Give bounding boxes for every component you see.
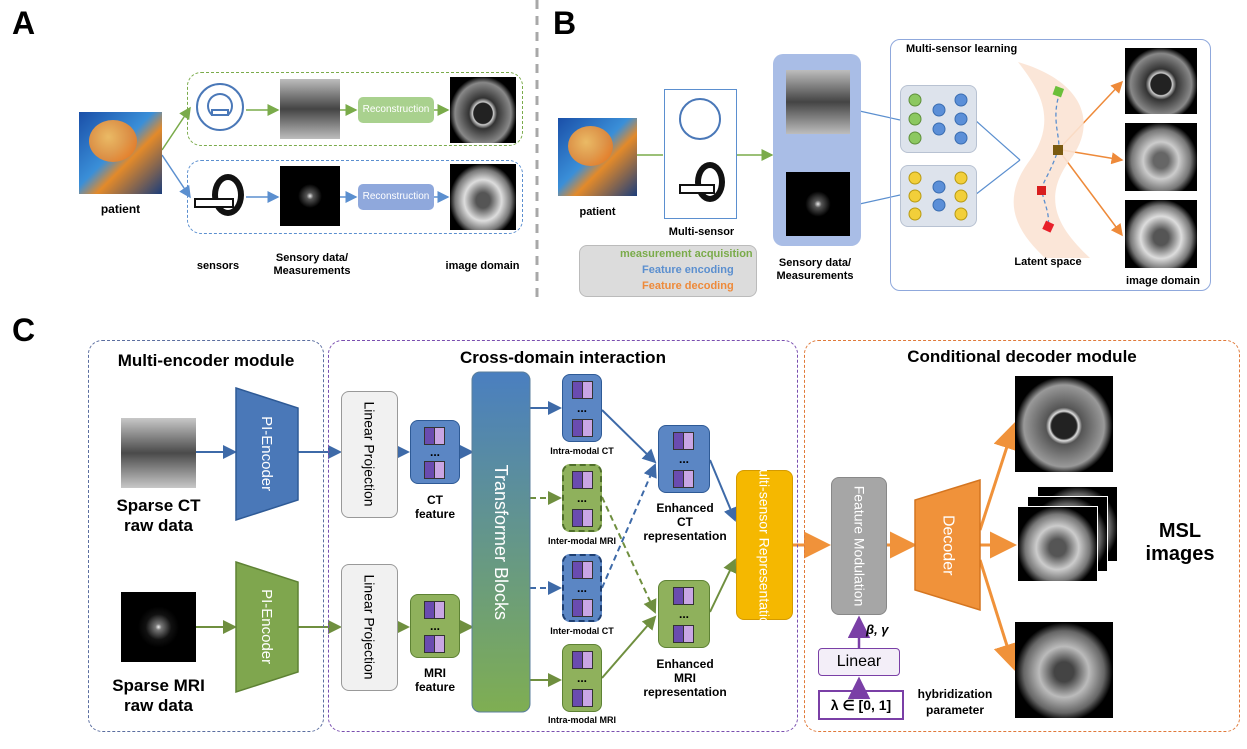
pi-encoder-ct: PI-Encoder <box>258 416 276 492</box>
panel-b-letter: B <box>553 5 577 41</box>
ct-recon-image-a <box>450 77 516 143</box>
lambda-box: λ ∈ [0, 1] <box>818 690 904 720</box>
intra-modal-mri-block: ... <box>562 644 602 712</box>
intra-modal-mri-label: Intra-modal MRI <box>547 715 616 725</box>
decoder-module-box <box>804 340 1240 732</box>
sensory-data-label-b: Sensory data/Measurements <box>776 257 854 282</box>
msl-ct-image <box>1015 376 1113 472</box>
legend-box <box>579 245 757 297</box>
pi-encoder-mri-shape <box>235 560 299 694</box>
linear-projection-mri <box>341 564 398 691</box>
inter-modal-mri-label: Inter-modal MRI <box>547 536 616 546</box>
multisensor-representation <box>736 470 793 620</box>
ct-pipeline-box <box>187 72 523 146</box>
msl-title: Multi-sensor learning <box>906 43 1018 55</box>
mri-kspace-image-b <box>786 172 850 236</box>
multisensor-representation-label: Multi-sensor Representation <box>756 457 773 633</box>
ct-feature-block: ... <box>410 420 460 484</box>
decoder-shape <box>914 478 981 612</box>
feature-modulation <box>831 477 887 615</box>
ct-scanner-icon <box>196 83 244 131</box>
beta-gamma-label: β, γ <box>866 622 889 637</box>
mri-scanner-icon <box>194 174 246 220</box>
legend-acquisition: measurement acquisition <box>620 248 753 260</box>
mri-encoder-net <box>900 165 977 227</box>
inter-modal-ct-block: ... <box>562 554 602 622</box>
mri-recon-image-a <box>450 164 516 230</box>
mri-feature-block: ... <box>410 594 460 658</box>
legend-decoding: Feature decoding <box>642 280 734 292</box>
ct-sinogram-image-b <box>786 70 850 134</box>
msl-image-1-b <box>1125 48 1197 114</box>
panel-a-letter: A <box>12 5 36 41</box>
patient-brain-image-a <box>79 112 162 194</box>
ct-scanner-icon-b <box>679 98 721 140</box>
pi-encoder-mri: PI-Encoder <box>258 589 276 665</box>
patient-brain-image-b <box>558 118 637 196</box>
sparse-ct-image <box>121 418 196 488</box>
cross-domain-box <box>328 340 798 732</box>
intra-modal-ct-block: ... <box>562 374 602 442</box>
image-domain-label-a: image domain <box>445 260 520 272</box>
sparse-mri-image <box>121 592 196 662</box>
enhanced-mri-block: ... <box>658 580 710 648</box>
enhanced-ct-block: ... <box>658 425 710 493</box>
pi-encoder-ct-shape <box>235 386 299 522</box>
multisensor-label: Multi-sensor <box>668 226 735 238</box>
reconstruction-mri-box: Reconstruction <box>358 184 434 210</box>
multi-encoder-box <box>88 340 324 732</box>
decoder-block: Decoder <box>939 514 957 576</box>
msl-hybrid-image-front <box>1017 506 1098 582</box>
linear-projection-ct-label: Linear Projection <box>361 401 378 508</box>
linear-projection-mri-label: Linear Projection <box>361 574 378 681</box>
intra-modal-ct-label: Intra-modal CT <box>550 446 614 456</box>
legend-encoding: Feature encoding <box>642 264 734 276</box>
latent-space-label: Latent space <box>1014 256 1082 268</box>
transformer-blocks: Transformer Blocks <box>491 464 512 620</box>
msl-image-3-b <box>1125 200 1197 268</box>
patient-label-b: patient <box>579 206 616 218</box>
msl-image-2-b <box>1125 123 1197 191</box>
image-domain-label-b: image domain <box>1126 275 1200 287</box>
sensory-data-label-a: Sensory data/Measurements <box>273 252 351 277</box>
feature-modulation-label: Feature Modulation <box>851 485 868 607</box>
ct-sinogram-image-a <box>280 79 340 139</box>
mri-scanner-icon-b <box>679 162 725 206</box>
multisensor-learning-box <box>890 39 1211 291</box>
multi-encoder-title: Multi-encoder module <box>117 351 295 370</box>
reconstruction-ct-box: Reconstruction <box>358 97 434 123</box>
linear-projection-ct <box>341 391 398 518</box>
patient-label-a: patient <box>100 202 141 216</box>
inter-modal-ct-label: Inter-modal CT <box>550 626 614 636</box>
mri-pipeline-box <box>187 160 523 234</box>
msl-mri-image <box>1015 622 1113 718</box>
sensory-data-panel-b <box>773 54 861 246</box>
inter-modal-mri-block: ... <box>562 464 602 532</box>
mri-kspace-image-a <box>280 166 340 226</box>
ct-encoder-net <box>900 85 977 153</box>
cross-domain-title: Cross-domain interaction <box>460 348 666 367</box>
multisensor-box <box>664 89 737 219</box>
panel-c-letter: C <box>12 312 36 348</box>
linear-box: Linear <box>818 648 900 676</box>
decoder-module-title: Conditional decoder module <box>907 347 1137 366</box>
sensors-label: sensors <box>196 260 240 272</box>
